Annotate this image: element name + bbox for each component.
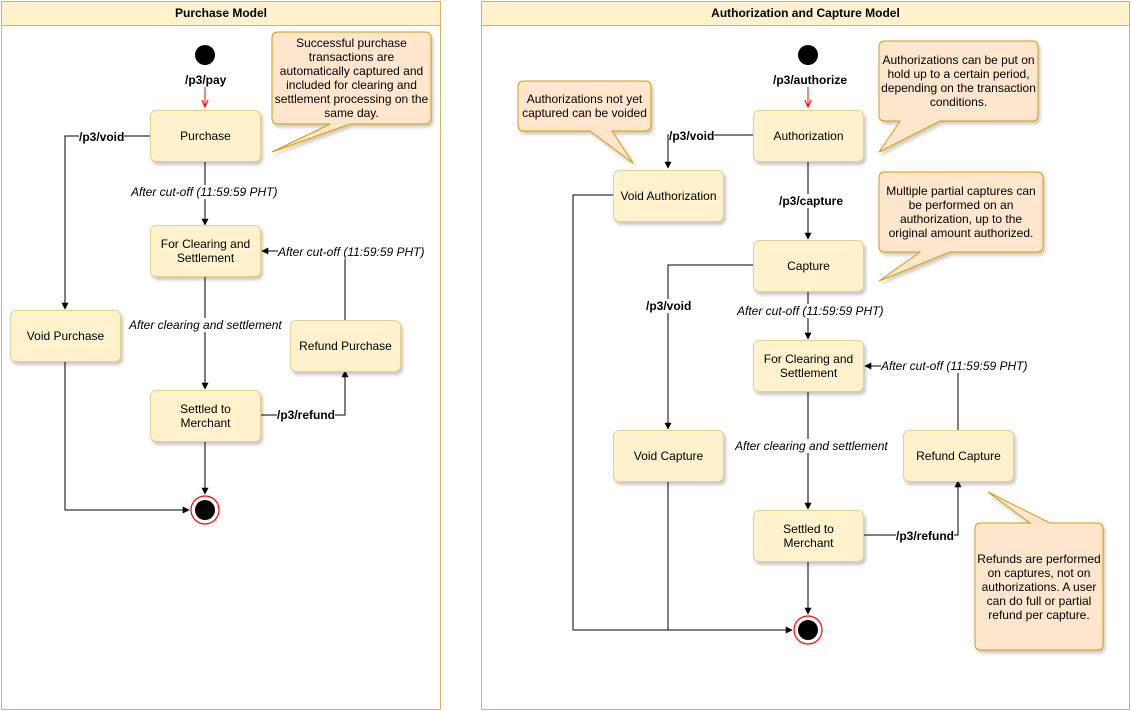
- auth-capture-model-title: Authorization and Capture Model: [482, 2, 1129, 26]
- state-capture[interactable]: Capture: [753, 240, 864, 292]
- state-void-capture[interactable]: Void Capture: [613, 430, 724, 482]
- purchase-final-node: [190, 495, 220, 525]
- label-auth-cutoff: After cut-off (11:59:59 PHT): [737, 304, 884, 318]
- refund-note-callout: [974, 491, 1104, 651]
- label-purchase-refund-cutoff: After cut-off (11:59:59 PHT): [278, 245, 425, 259]
- state-purchase-clearing[interactable]: For Clearing and Settlement: [150, 225, 261, 277]
- label-capture-void: /p3/void: [646, 299, 692, 313]
- partial-capture-note-text: Multiple partial captures can be perform…: [886, 184, 1036, 240]
- capture-refund-edge: [864, 480, 962, 536]
- auth-final-node: [793, 615, 823, 645]
- state-refund-capture[interactable]: Refund Capture: [903, 430, 1014, 482]
- refund-note-text: Refunds are performed on captures, not o…: [977, 551, 1101, 622]
- label-purchase-after-clearing: After clearing and settlement: [129, 318, 282, 332]
- label-purchase-cutoff: After cut-off (11:59:59 PHT): [131, 185, 278, 199]
- auth-void-edge: [664, 134, 753, 169]
- label-pay: /p3/pay: [185, 73, 227, 87]
- void-auth-note-text: Authorizations not yet captured can be v…: [522, 92, 647, 120]
- state-purchase[interactable]: Purchase: [150, 110, 261, 162]
- state-purchase-settled[interactable]: Settled to Merchant: [150, 390, 261, 442]
- refund-capture-to-clearing-edge: [864, 362, 959, 430]
- hold-note-text: Authorizations can be put on hold up to …: [881, 53, 1036, 109]
- purchase-note-text: Successful purchase transactions are aut…: [274, 36, 429, 120]
- label-auth-after-clearing: After clearing and settlement: [735, 439, 888, 453]
- auth-initial-node: [798, 45, 818, 65]
- state-void-purchase[interactable]: Void Purchase: [10, 310, 121, 362]
- label-auth-void: /p3/void: [669, 129, 715, 143]
- label-auth-refund-cutoff: After cut-off (11:59:59 PHT): [881, 359, 1028, 373]
- void-auth-to-final-edge: [572, 194, 793, 634]
- partial-capture-note-callout: [878, 171, 1044, 282]
- void-auth-note-callout: [517, 80, 652, 164]
- label-auth-refund: /p3/refund: [896, 529, 955, 543]
- void-to-final-edge: [64, 361, 190, 514]
- state-refund-purchase[interactable]: Refund Purchase: [290, 320, 401, 372]
- state-void-authorization[interactable]: Void Authorization: [613, 170, 724, 222]
- state-auth-clearing[interactable]: For Clearing and Settlement: [753, 340, 864, 392]
- purchase-model-title: Purchase Model: [2, 2, 440, 26]
- hold-note-callout: [878, 40, 1039, 153]
- label-purchase-refund: /p3/refund: [277, 408, 336, 422]
- purchase-note-callout: [271, 31, 432, 153]
- purchase-initial-node: [195, 45, 215, 65]
- label-authorize: /p3/authorize: [773, 73, 848, 87]
- refund-to-clearing-edge: [261, 247, 346, 320]
- capture-void-edge: [664, 264, 753, 430]
- label-purchase-void: /p3/void: [79, 130, 125, 144]
- purchase-void-edge: [61, 135, 150, 310]
- label-capture: /p3/capture: [779, 194, 844, 208]
- state-auth-settled[interactable]: Settled to Merchant: [753, 510, 864, 562]
- state-authorization[interactable]: Authorization: [753, 110, 864, 162]
